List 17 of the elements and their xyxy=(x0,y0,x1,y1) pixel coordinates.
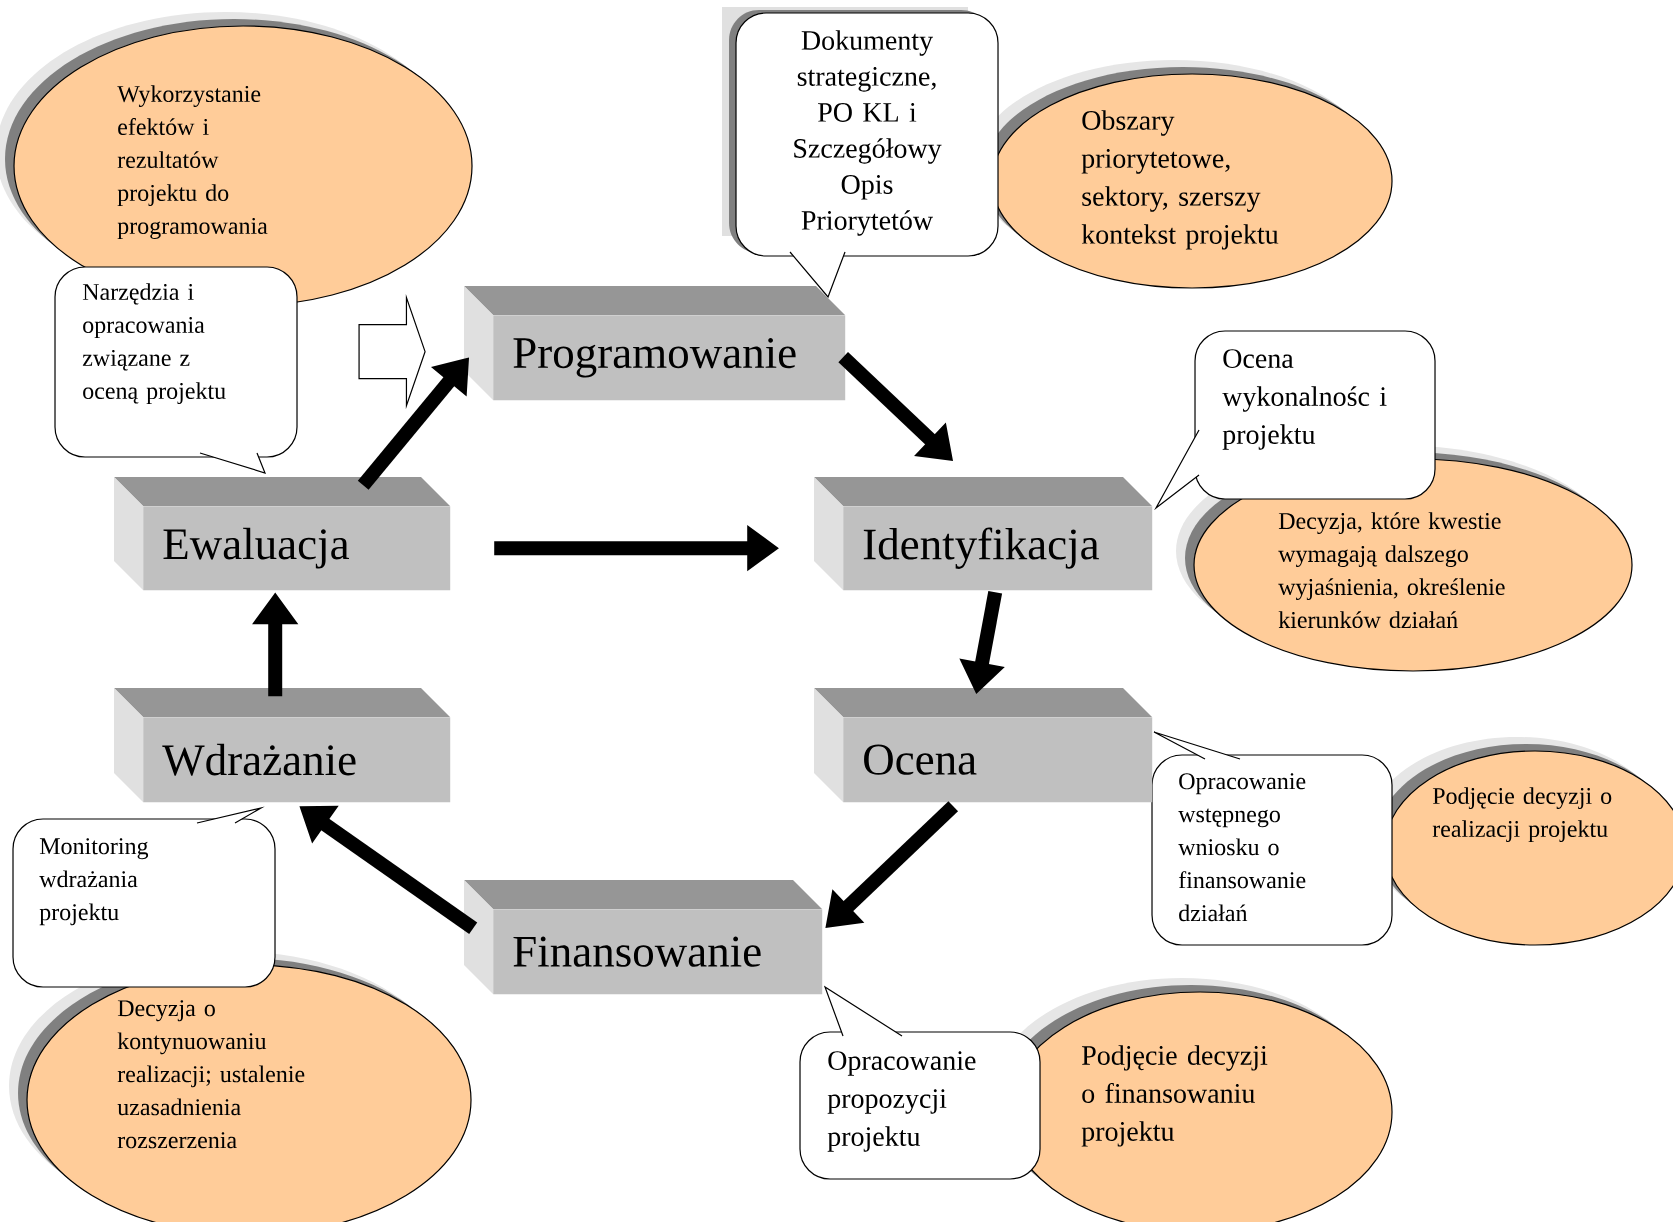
speech-bubble: Ocena wykonalnośc i projektu xyxy=(1154,330,1436,511)
speech-bubble: Dokumenty strategiczne, PO KL i Szczegółowy Opis Priorytetów xyxy=(722,7,999,299)
oval-callout: Decyzja o kontynuowaniu realizacji; ustalenie uzasadnienia rozszerzenia xyxy=(9,951,472,1222)
speech-bubble: Opracowanie propozycji projektu xyxy=(799,985,1041,1180)
block-box: Ewaluacja xyxy=(114,477,451,591)
block-box: Wdrażanie xyxy=(114,688,451,803)
arrow xyxy=(838,352,953,461)
oval-callout: Podjęcie decyzji o finansowaniu projektu xyxy=(990,978,1393,1222)
speech-bubble: Opracowanie wstępnego wniosku o finansowanie działań xyxy=(1151,731,1393,946)
block-box: Identyfikacja xyxy=(814,477,1153,591)
block-box: Ocena xyxy=(814,688,1153,803)
speech-bubble: Monitoring wdrażania projektu xyxy=(12,806,276,988)
speech-bubble: Narzędzia i opracowania związane z oceną projektu xyxy=(54,266,298,474)
block-box: Programowanie xyxy=(464,286,846,401)
oval-callout: Podjęcie decyzji o realizacji projektu xyxy=(1367,737,1673,946)
block-box: Finansowanie xyxy=(464,880,823,995)
oval-callout: Obszary priorytetowe, sektory, szerszy kontekst projektu xyxy=(974,60,1393,289)
